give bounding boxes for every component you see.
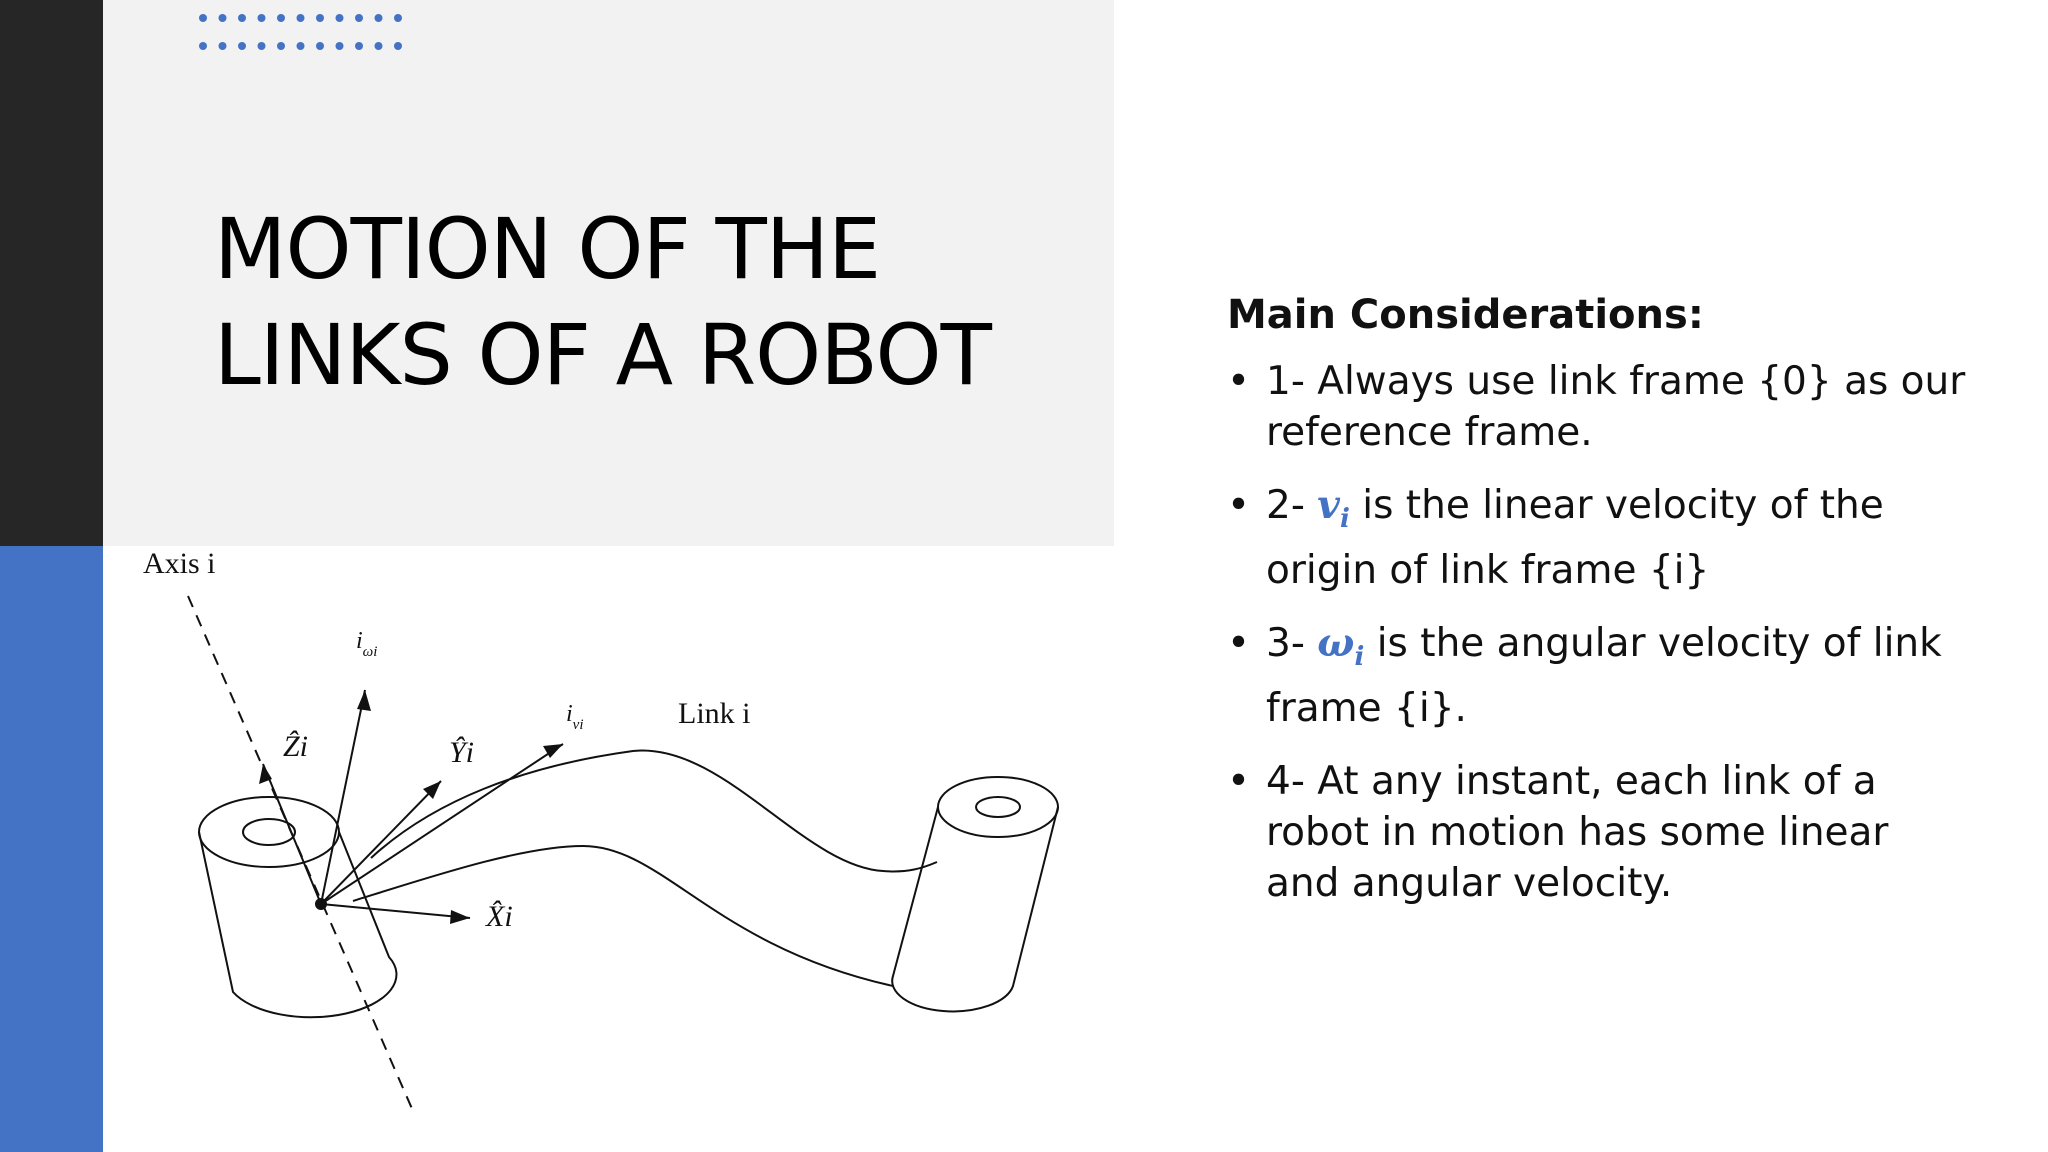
v-label-sub: vi (573, 717, 584, 733)
x-axis-label: X̂i (485, 900, 513, 933)
decoration-dot (394, 42, 402, 50)
linear-velocity-symbol-base: v (1317, 482, 1340, 528)
omega-label: iωi (356, 628, 377, 660)
z-arrowhead (259, 764, 272, 784)
left-cylinder-top (198, 796, 340, 868)
consideration-body-3: is the angular velocity of link frame {i… (1266, 620, 1942, 731)
angular-velocity-symbol: ωi (1317, 619, 1364, 672)
left-cylinder-hole (242, 818, 296, 846)
v-label-base: i (566, 701, 573, 727)
consideration-body-2: is the linear velocity of the origin of … (1266, 483, 1884, 593)
v-arrowhead (543, 744, 563, 758)
considerations-heading: Main Considerations: (1227, 292, 1704, 338)
axis-label: Axis i (143, 547, 216, 580)
decoration-dot (257, 42, 266, 50)
decoration-dot (199, 42, 207, 50)
decoration-dot (277, 42, 285, 50)
decoration-dot (316, 14, 324, 22)
decoration-dot (296, 14, 305, 22)
decoration-dot (238, 14, 246, 22)
consideration-prefix-3: 3- (1266, 620, 1318, 666)
decoration-dot (238, 42, 246, 50)
decoration-dot (355, 14, 363, 22)
dot-pattern-decoration (199, 14, 402, 50)
y-axis-vector (320, 780, 442, 905)
v-vector (320, 743, 564, 905)
consideration-item-3: 3- ωi is the angular velocity of link fr… (1227, 618, 2027, 734)
slide-title: MOTION OF THE LINKS OF A ROBOT (214, 196, 1094, 408)
x-axis-vector (320, 903, 471, 919)
left-cylinder-side (198, 831, 398, 1019)
title-line-1: MOTION OF THE (214, 200, 881, 298)
decoration-dot (374, 42, 383, 50)
blue-side-bar (0, 546, 103, 1152)
right-cylinder-top (937, 776, 1059, 838)
right-cylinder-side (891, 806, 1059, 1013)
link-label: Link i (678, 697, 751, 730)
decoration-dot (355, 42, 363, 50)
decoration-dot (335, 42, 344, 50)
consideration-text-3: 3- ωi is the angular velocity of link fr… (1266, 619, 1942, 731)
decoration-dot (374, 14, 383, 22)
linear-velocity-symbol-sub: i (1339, 503, 1350, 534)
decoration-dot (218, 42, 227, 50)
v-label: ivi (566, 701, 584, 733)
consideration-prefix-2: 2- (1266, 483, 1318, 528)
z-axis-label: Ẑi (283, 730, 308, 763)
x-arrowhead (450, 910, 470, 924)
decoration-dot (335, 14, 344, 22)
consideration-text-4: 4- At any instant, each link of a robot … (1266, 758, 1889, 906)
decoration-dot (277, 14, 285, 22)
decoration-dot (296, 42, 305, 50)
decoration-dot (316, 42, 324, 50)
y-arrowhead (423, 781, 441, 799)
consideration-item-1: 1- Always use link frame {0} as our refe… (1227, 356, 2027, 458)
y-axis-label: Ŷi (449, 736, 474, 769)
robot-link-diagram-svg: Axis i Link i iωi ivi Ẑi Ŷi X̂i (143, 547, 1059, 1112)
consideration-text-2: 2- vi is the linear velocity of the orig… (1266, 482, 1884, 593)
consideration-text-1: 1- Always use link frame {0} as our refe… (1266, 359, 1966, 455)
link-body-top (370, 749, 938, 873)
decoration-dot (394, 14, 402, 22)
omega-label-base: i (356, 628, 363, 654)
robot-link-diagram: Axis i Link i iωi ivi Ẑi Ŷi X̂i (103, 546, 1114, 1152)
omega-label-sub: ωi (363, 644, 378, 660)
angular-velocity-symbol-base: ω (1317, 619, 1355, 666)
title-panel (103, 0, 1114, 546)
consideration-item-4: 4- At any instant, each link of a robot … (1227, 756, 2027, 909)
decoration-dot (199, 14, 207, 22)
considerations-panel: Main Considerations: 1- Always use link … (1227, 288, 2027, 931)
decoration-dot (257, 14, 266, 22)
linear-velocity-symbol: vi (1317, 482, 1350, 534)
diagram-lines (187, 595, 1059, 1112)
omega-vector (320, 689, 366, 905)
consideration-item-2: 2- vi is the linear velocity of the orig… (1227, 480, 2027, 596)
omega-arrowhead (357, 690, 371, 711)
z-axis-vector (262, 763, 322, 905)
decoration-dot (218, 14, 227, 22)
title-line-2: LINKS OF A ROBOT (214, 306, 992, 404)
considerations-list: 1- Always use link frame {0} as our refe… (1227, 356, 2027, 909)
dark-side-bar (0, 0, 103, 546)
link-body-bottom (352, 844, 894, 987)
frame-origin-dot (315, 898, 327, 910)
right-cylinder-hole (975, 796, 1021, 818)
vector-arrowheads (259, 690, 563, 924)
angular-velocity-symbol-sub: i (1354, 641, 1365, 672)
